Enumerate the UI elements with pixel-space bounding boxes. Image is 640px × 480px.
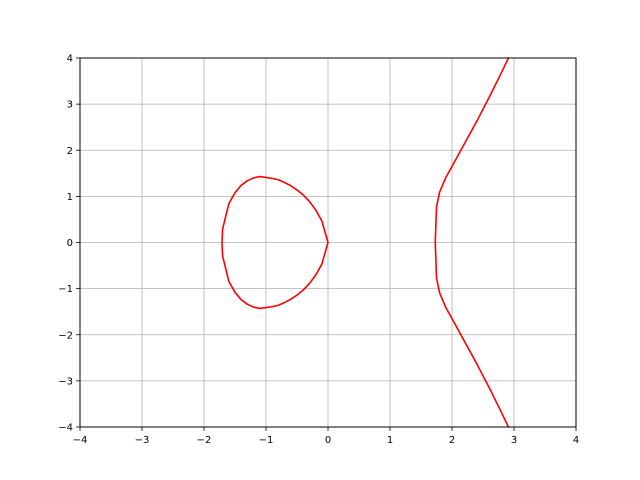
y-tick-label: 1 (67, 192, 73, 203)
y-tick-label: 3 (67, 100, 73, 111)
y-tick-label: −2 (58, 330, 73, 341)
x-tick-label: −4 (73, 435, 88, 446)
y-tick-label: 2 (67, 146, 73, 157)
x-tick-label: 4 (573, 435, 579, 446)
curve-series-2 (434, 57, 510, 428)
x-tick-label: 3 (511, 435, 517, 446)
x-tick-label: −2 (197, 435, 212, 446)
x-tick-label: −3 (135, 435, 150, 446)
y-tick-label: −3 (58, 376, 73, 387)
x-tick-label: 1 (387, 435, 393, 446)
x-tick-label: 2 (449, 435, 455, 446)
y-tick-label: 4 (67, 54, 73, 65)
ticks: −4 −3 −2 −1 0 1 2 3 4 −4 −3 −2 −1 0 1 2 3 4 (58, 54, 579, 447)
x-tick-label: 0 (325, 435, 331, 446)
y-tick-label: 0 (67, 238, 73, 249)
curve-series-1 (221, 175, 329, 310)
curves (221, 57, 510, 428)
x-tick-label: −1 (259, 435, 274, 446)
y-tick-label: −4 (58, 423, 73, 434)
y-tick-label: −1 (58, 284, 73, 295)
